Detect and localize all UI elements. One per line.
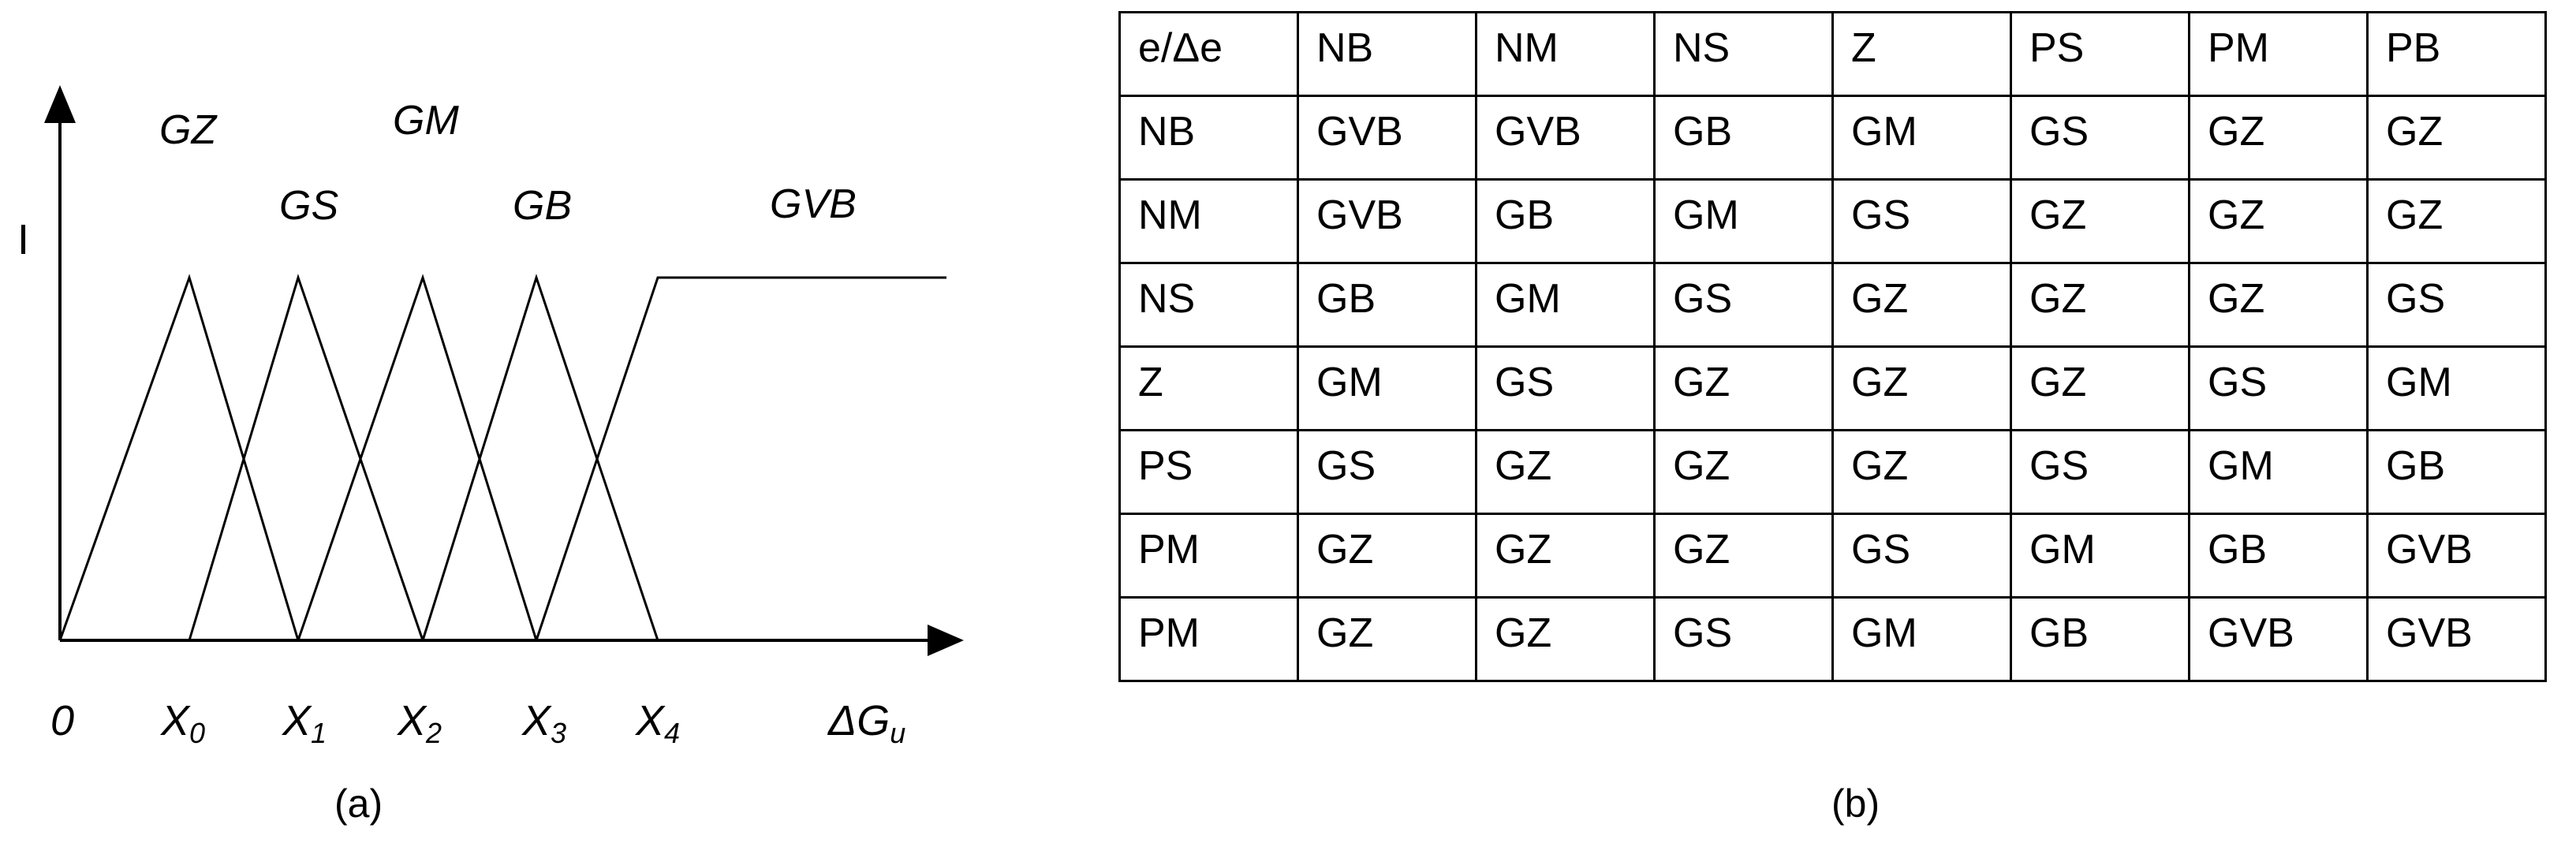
table-header-cell: e/Δe: [1118, 11, 1299, 97]
table-cell: GM: [2188, 429, 2369, 515]
x-tick-labels: 0 X0 X1 X2 X3 X4: [50, 697, 680, 749]
table-cell: GS: [2366, 262, 2547, 348]
x-tick-label: X3: [521, 697, 566, 749]
table-header-cell: Z: [1831, 11, 2012, 97]
caption-b: (b): [1831, 781, 1880, 826]
x-axis-label: ΔGu: [827, 697, 905, 749]
table-cell: GM: [2366, 345, 2547, 431]
table-cell: GZ: [2010, 345, 2190, 431]
table-cell: GB: [2366, 429, 2547, 515]
table-row-header: NB: [1118, 95, 1299, 181]
table-cell: GS: [2188, 345, 2369, 431]
membership-gb: [421, 274, 659, 641]
table-cell: GZ: [2188, 262, 2369, 348]
table-row-header: Z: [1118, 345, 1299, 431]
membership-lines: [58, 274, 946, 641]
x-tick-label: 0: [50, 697, 74, 744]
table-cell: GZ: [1653, 513, 1834, 599]
table-cell: GZ: [1831, 262, 2012, 348]
table-cell: GB: [2188, 513, 2369, 599]
table-cell: GM: [1831, 95, 2012, 181]
table-cell: GZ: [1475, 429, 1656, 515]
table-cell: GM: [1475, 262, 1656, 348]
table-cell: GS: [1831, 513, 2012, 599]
table-cell: GZ: [1475, 596, 1656, 682]
set-label: GM: [393, 98, 459, 144]
table-row-header: NS: [1118, 262, 1299, 348]
set-label: GVB: [770, 181, 857, 227]
membership-gvb: [535, 276, 946, 641]
table-cell: GS: [1475, 345, 1656, 431]
table-cell: GS: [1297, 429, 1477, 515]
caption-a: (a): [334, 781, 383, 826]
table-cell: GZ: [2366, 95, 2547, 181]
table-cell: GM: [2010, 513, 2190, 599]
y-axis-arrow: [44, 85, 76, 123]
table-cell: GZ: [1653, 429, 1834, 515]
table-cell: GZ: [2366, 178, 2547, 264]
table-cell: GVB: [1297, 95, 1477, 181]
table-header-cell: NB: [1297, 11, 1477, 97]
set-labels: GZ GS GM GB GVB: [159, 98, 857, 229]
table-cell: GS: [1653, 596, 1834, 682]
table-header-cell: PB: [2366, 11, 2547, 97]
table-header-cell: PM: [2188, 11, 2369, 97]
set-label: GS: [279, 183, 338, 229]
membership-function-diagram: GZ GS GM GB GVB 0 X0 X1 X2 X3 X4 I ΔGu: [17, 85, 964, 749]
table-cell: GB: [1297, 262, 1477, 348]
table-cell: GZ: [2010, 178, 2190, 264]
x-tick-label: X0: [159, 697, 205, 749]
table-row-header: PM: [1118, 513, 1299, 599]
x-tick-label: X1: [281, 697, 327, 749]
table-cell: GS: [1831, 178, 2012, 264]
set-label: GZ: [159, 107, 218, 153]
table-header-cell: NM: [1475, 11, 1656, 97]
x-tick-label: X2: [396, 697, 442, 749]
table-cell: GB: [1475, 178, 1656, 264]
table-cell: GZ: [1297, 596, 1477, 682]
x-tick-label: X4: [634, 697, 680, 749]
table-cell: GS: [1653, 262, 1834, 348]
table-cell: GM: [1653, 178, 1834, 264]
membership-gm: [297, 274, 538, 641]
set-label: GB: [513, 183, 572, 229]
table-cell: GZ: [2188, 178, 2369, 264]
table-cell: GVB: [2366, 513, 2547, 599]
table-cell: GVB: [2188, 596, 2369, 682]
table-cell: GB: [2010, 596, 2190, 682]
table-cell: GZ: [1831, 345, 2012, 431]
table-row-header: PS: [1118, 429, 1299, 515]
table-cell: GZ: [1475, 513, 1656, 599]
table-cell: GVB: [1297, 178, 1477, 264]
x-axis-arrow: [928, 625, 964, 656]
table-cell: GS: [2010, 95, 2190, 181]
table-cell: GZ: [1831, 429, 2012, 515]
table-cell: GM: [1297, 345, 1477, 431]
table-header-cell: NS: [1653, 11, 1834, 97]
table-cell: GZ: [2010, 262, 2190, 348]
table-cell: GZ: [1297, 513, 1477, 599]
table-cell: GZ: [1653, 345, 1834, 431]
table-cell: GVB: [2366, 596, 2547, 682]
table-header-cell: PS: [2010, 11, 2190, 97]
table-cell: GM: [1831, 596, 2012, 682]
y-axis-label: I: [17, 216, 29, 263]
membership-gs: [188, 274, 424, 641]
membership-gz: [58, 274, 300, 641]
table-cell: GZ: [2188, 95, 2369, 181]
table-row-header: NM: [1118, 178, 1299, 264]
table-cell: GB: [1653, 95, 1834, 181]
table-cell: GVB: [1475, 95, 1656, 181]
table-cell: GS: [2010, 429, 2190, 515]
table-row-header: PM: [1118, 596, 1299, 682]
